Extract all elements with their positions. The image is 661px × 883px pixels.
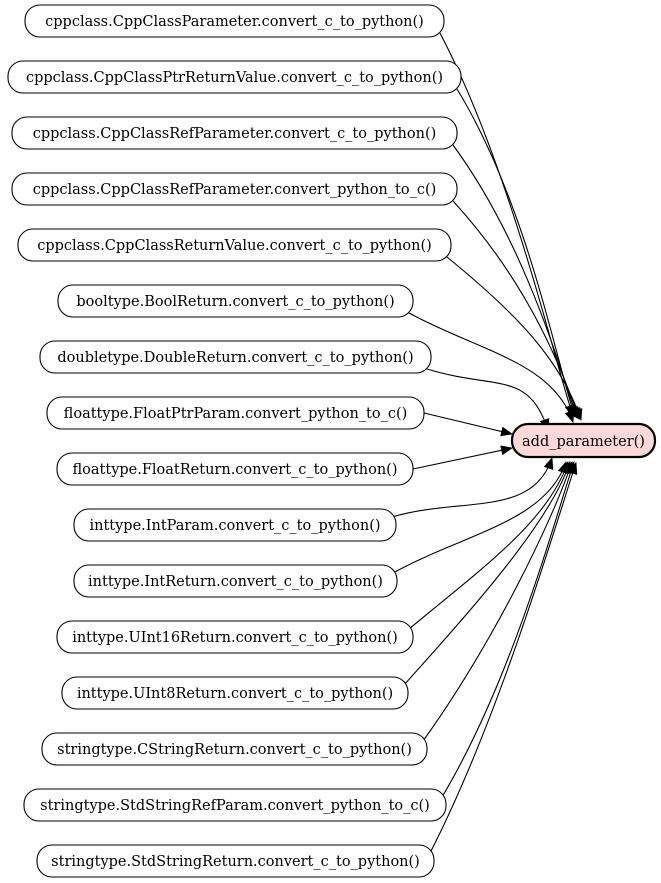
call-edge xyxy=(446,256,583,421)
caller-node[interactable]: inttype.IntParam.convert_c_to_python() xyxy=(73,508,397,542)
caller-node[interactable]: cppclass.CppClassReturnValue.convert_c_t… xyxy=(17,228,452,262)
caller-node[interactable]: cppclass.CppClassRefParameter.convert_py… xyxy=(11,172,458,206)
caller-node-shape xyxy=(11,116,458,150)
caller-node-label: doubletype.DoubleReturn.convert_c_to_pyt… xyxy=(57,350,413,366)
target-node-label: add_parameter() xyxy=(522,434,645,450)
caller-node-label: cppclass.CppClassRefParameter.convert_py… xyxy=(33,182,437,198)
caller-node[interactable]: stringtype.StdStringReturn.convert_c_to_… xyxy=(36,844,435,878)
caller-node[interactable]: floattype.FloatReturn.convert_c_to_pytho… xyxy=(56,452,414,486)
caller-node-label: stringtype.StdStringRefParam.convert_pyt… xyxy=(40,798,430,814)
caller-node[interactable]: floattype.FloatPtrParam.convert_python_t… xyxy=(46,396,425,430)
caller-node-label: cppclass.CppClassParameter.convert_c_to_… xyxy=(45,14,424,30)
call-edge xyxy=(456,88,577,418)
caller-node[interactable]: doubletype.DoubleReturn.convert_c_to_pyt… xyxy=(39,340,432,374)
caller-node-label: stringtype.CStringReturn.convert_c_to_py… xyxy=(57,742,412,758)
call-edge xyxy=(452,200,581,420)
caller-node-shape xyxy=(41,732,428,766)
call-edge xyxy=(441,461,576,798)
caller-node-shape xyxy=(73,564,398,598)
caller-node-label: inttype.IntParam.convert_c_to_python() xyxy=(89,518,380,534)
caller-node-shape xyxy=(46,396,425,430)
caller-node-label: cppclass.CppClassPtrReturnValue.convert_… xyxy=(26,70,443,86)
caller-node-shape xyxy=(56,620,414,654)
call-edge xyxy=(391,457,554,518)
caller-node-shape xyxy=(39,340,432,374)
call-edge xyxy=(452,144,579,419)
caller-node[interactable]: inttype.UInt8Return.convert_c_to_python(… xyxy=(61,676,409,710)
caller-node-shape xyxy=(23,788,447,822)
caller-node-label: cppclass.CppClassRefParameter.convert_c_… xyxy=(33,126,437,142)
caller-node-label: booltype.BoolReturn.convert_c_to_python(… xyxy=(76,294,394,310)
call-edge xyxy=(408,461,570,630)
caller-node-label: inttype.UInt8Return.convert_c_to_python(… xyxy=(77,686,393,702)
caller-node-shape xyxy=(57,284,414,318)
call-edge xyxy=(403,461,572,686)
edge-layer xyxy=(391,32,583,854)
caller-node[interactable]: cppclass.CppClassRefParameter.convert_c_… xyxy=(11,116,458,150)
call-edge xyxy=(423,412,513,437)
node-layer: cppclass.CppClassParameter.convert_c_to_… xyxy=(7,4,462,878)
caller-node-shape xyxy=(7,60,462,94)
call-edge xyxy=(429,462,578,854)
call-edge xyxy=(408,312,575,423)
call-edge xyxy=(422,461,574,742)
caller-node-label: floattype.FloatPtrParam.convert_python_t… xyxy=(64,406,408,422)
caller-node[interactable]: booltype.BoolReturn.convert_c_to_python(… xyxy=(57,284,414,318)
caller-node-label: stringtype.StdStringReturn.convert_c_to_… xyxy=(51,854,420,870)
caller-node[interactable]: cppclass.CppClassPtrReturnValue.convert_… xyxy=(7,60,462,94)
caller-node-label: inttype.IntReturn.convert_c_to_python() xyxy=(88,574,383,590)
target-node-shape xyxy=(510,422,657,459)
call-edge xyxy=(392,461,568,574)
caller-node[interactable]: stringtype.CStringReturn.convert_c_to_py… xyxy=(41,732,428,766)
caller-node[interactable]: cppclass.CppClassParameter.convert_c_to_… xyxy=(24,4,445,38)
call-edge xyxy=(439,32,575,417)
caller-node-shape xyxy=(36,844,435,878)
caller-node-shape xyxy=(56,452,414,486)
caller-node[interactable]: stringtype.StdStringRefParam.convert_pyt… xyxy=(23,788,447,822)
caller-node[interactable]: inttype.UInt16Return.convert_c_to_python… xyxy=(56,620,414,654)
caller-node-shape xyxy=(11,172,458,206)
caller-node[interactable]: inttype.IntReturn.convert_c_to_python() xyxy=(73,564,398,598)
call-edge xyxy=(426,368,550,431)
target-node-add-parameter[interactable]: add_parameter() xyxy=(510,422,657,459)
caller-node-shape xyxy=(24,4,445,38)
caller-node-label: floattype.FloatReturn.convert_c_to_pytho… xyxy=(73,462,398,478)
caller-node-shape xyxy=(61,676,409,710)
caller-node-shape xyxy=(73,508,397,542)
caller-node-label: cppclass.CppClassReturnValue.convert_c_t… xyxy=(37,238,432,254)
caller-node-shape xyxy=(17,228,452,262)
caller-node-label: inttype.UInt16Return.convert_c_to_python… xyxy=(72,630,398,646)
call-edge xyxy=(412,445,513,470)
